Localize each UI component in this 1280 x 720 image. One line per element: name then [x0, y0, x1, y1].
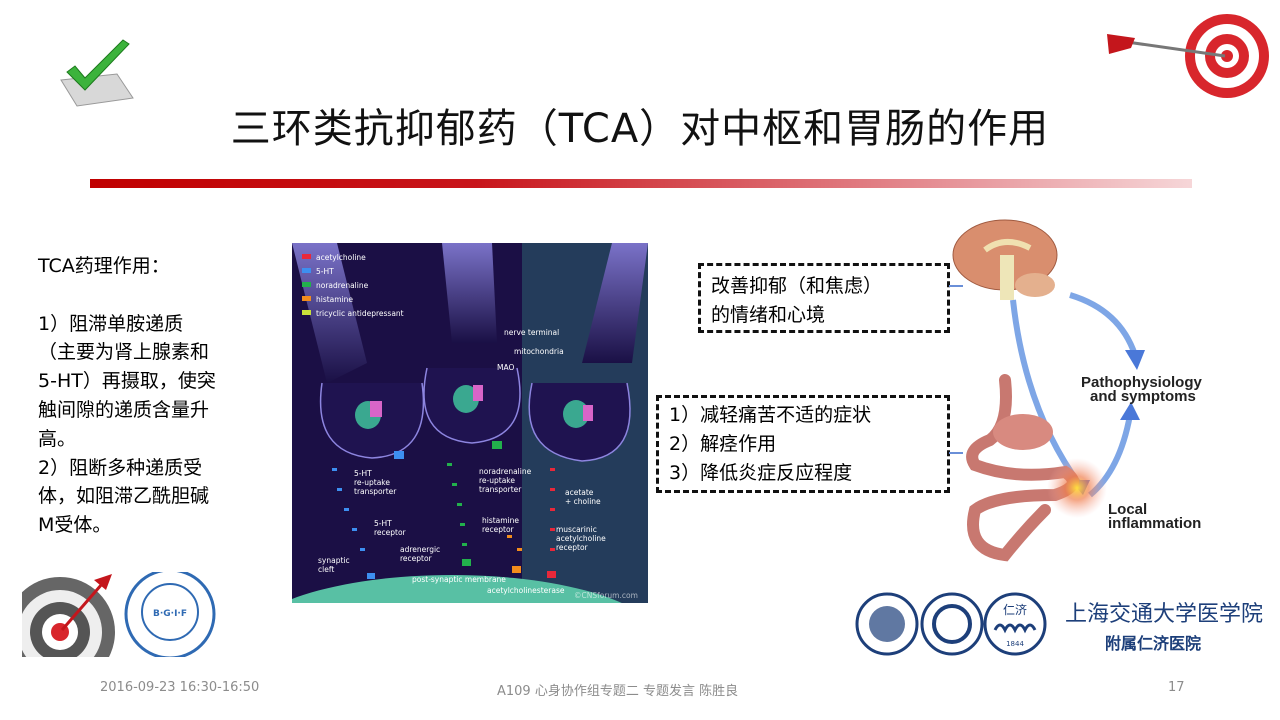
svg-text:post-synaptic membrane: post-synaptic membrane: [412, 575, 506, 584]
mood-effect-box: 改善抑郁（和焦虑） 的情绪和心境: [698, 263, 950, 333]
brain-icon: [952, 219, 1058, 300]
school-name: 上海交通大学医学院: [1065, 602, 1264, 627]
svg-text:mitochondria: mitochondria: [514, 347, 564, 356]
text-line: 1）阻滞单胺递质: [38, 312, 184, 335]
text-line: （主要为肾上腺素和: [38, 341, 210, 364]
bgif-logos: B·G·I·F: [22, 572, 216, 657]
box-line: 3）降低炎症反应程度: [669, 462, 853, 484]
svg-text:仁济: 仁济: [1003, 602, 1027, 617]
seal-logos: 1844 仁济 1844: [855, 592, 1047, 656]
text-line: 体，如阻滞乙酰胆碱: [38, 485, 210, 508]
text-line: TCA药理作用：: [38, 255, 170, 277]
gut-effect-box: 1）减轻痛苦不适的症状 2）解痉作用 3）降低炎症反应程度: [656, 395, 950, 493]
svg-text:nerve terminal: nerve terminal: [504, 328, 559, 337]
svg-text:B·G·I·F: B·G·I·F: [153, 609, 187, 619]
svg-text:©CNSforum.com: ©CNSforum.com: [574, 591, 638, 600]
legend: acetylcholine 5-HT noradrenaline histami…: [302, 253, 404, 318]
page-number: 17: [1168, 680, 1185, 695]
svg-text:acetate+ choline: acetate+ choline: [565, 488, 601, 506]
box-line: 1）减轻痛苦不适的症状: [669, 404, 872, 426]
dart-target-icon: [1107, 14, 1269, 98]
slide-title: 三环类抗抑郁药（TCA）对中枢和胃肠的作用: [230, 106, 1050, 152]
synapse-figure: acetylcholine 5-HT noradrenaline histami…: [292, 243, 648, 603]
text-line: 高。: [38, 427, 77, 450]
svg-text:acetylcholine: acetylcholine: [316, 253, 366, 262]
svg-text:noradrenaline: noradrenaline: [316, 281, 369, 290]
svg-text:tricyclic antidepressant: tricyclic antidepressant: [316, 309, 404, 318]
text-line: M受体。: [38, 514, 112, 537]
svg-text:histamine: histamine: [316, 295, 353, 304]
footer-session: A109 心身协作组专题二 专题发言 陈胜良: [497, 684, 739, 699]
checkmark-icon: [60, 39, 134, 107]
dart-target-icon: [22, 574, 115, 657]
text-line: 2）阻断多种递质受: [38, 456, 203, 479]
text-line: 触间隙的递质含量升: [38, 398, 210, 421]
text-line: [38, 281, 278, 310]
svg-text:acetylcholinesterase: acetylcholinesterase: [487, 586, 565, 595]
svg-text:1844: 1844: [1006, 640, 1024, 648]
box-line: 改善抑郁（和焦虑）: [711, 275, 883, 297]
text-line: 5-HT）再摄取，使突: [38, 370, 216, 393]
hospital-name: 附属仁济医院: [1105, 634, 1202, 653]
svg-text:5-HT: 5-HT: [316, 267, 334, 276]
institution-logos: 1844 仁济 1844 上海交通大学医学院 附属仁济医院: [855, 592, 1265, 658]
title-divider: [90, 179, 1192, 188]
bgif-logo: B·G·I·F: [124, 572, 216, 657]
pharmacology-text: TCA药理作用： 1）阻滞单胺递质 （主要为肾上腺素和 5-HT）再摄取，使突 …: [38, 252, 278, 540]
box-line: 的情绪和心境: [711, 304, 826, 326]
footer-date: 2016-09-23 16:30-16:50: [100, 680, 260, 695]
svg-text:MAO: MAO: [497, 363, 514, 372]
box-line: 2）解痉作用: [669, 433, 777, 455]
